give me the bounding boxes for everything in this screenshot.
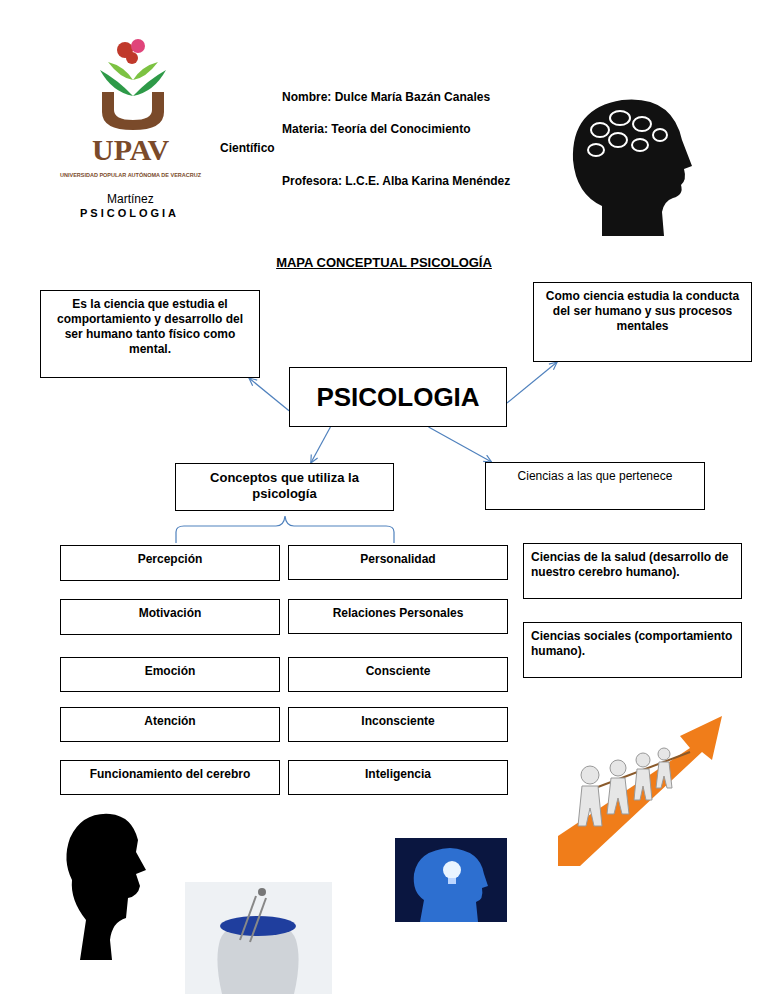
header-label: Martínez xyxy=(107,192,154,206)
concept-box: Emoción xyxy=(60,657,280,692)
definition-box: Como ciencia estudia la conducta del ser… xyxy=(533,282,752,362)
bracket xyxy=(176,516,394,543)
central-concept: PSICOLOGIA xyxy=(289,367,507,427)
node-text: Personalidad xyxy=(296,552,500,567)
header-label: Materia: Teoría del Conocimiento xyxy=(282,122,470,136)
teamwork-arrow xyxy=(558,716,722,866)
concept-box: Funcionamiento del cerebro xyxy=(60,760,280,795)
node-text: Inteligencia xyxy=(296,767,500,782)
definition-box: Es la ciencia que estudia el comportamie… xyxy=(40,290,260,378)
node-text: PSICOLOGIA xyxy=(297,381,499,414)
concept-box: Motivación xyxy=(60,599,280,635)
arrow-connector xyxy=(429,427,492,462)
concept-box: Percepción xyxy=(60,545,280,581)
concept-box: Relaciones Personales xyxy=(288,599,508,634)
node-text: Como ciencia estudia la conducta del ser… xyxy=(541,289,744,334)
diagram-title: MAPA CONCEPTUAL PSICOLOGÍA xyxy=(0,255,768,270)
branch-box: Ciencias a las que pertenece xyxy=(485,462,705,510)
node-text: Funcionamiento del cerebro xyxy=(68,767,272,782)
node-text: Consciente xyxy=(296,664,500,679)
concept-box: Consciente xyxy=(288,657,508,692)
node-text: Percepción xyxy=(68,552,272,567)
arrow-connector xyxy=(507,362,557,403)
header-label: UPAV xyxy=(92,132,169,168)
node-text: Ciencias sociales (comportamiento humano… xyxy=(531,629,734,659)
arrow-connector xyxy=(249,378,289,411)
head-silhouette xyxy=(573,100,692,237)
header-label: Nombre: Dulce María Bazán Canales xyxy=(282,90,490,104)
concept-box: Inconsciente xyxy=(288,707,508,742)
science-box: Ciencias de la salud (desarrollo de nues… xyxy=(523,543,742,599)
science-box: Ciencias sociales (comportamiento humano… xyxy=(523,622,742,678)
node-text: Motivación xyxy=(68,606,272,621)
concept-box: Atención xyxy=(60,707,280,742)
branch-box: Conceptos que utiliza la psicología xyxy=(175,463,394,511)
concept-box: Inteligencia xyxy=(288,760,508,795)
profile-silhouette xyxy=(66,814,146,960)
node-text: Ciencias de la salud (desarrollo de nues… xyxy=(531,550,734,580)
header-label: UNIVERSIDAD POPULAR AUTÓNOMA DE VERACRUZ xyxy=(60,172,201,179)
university-logo xyxy=(100,39,166,130)
header-label: Profesora: L.C.E. Alba Karina Menéndez xyxy=(282,174,510,188)
node-text: Es la ciencia que estudia el comportamie… xyxy=(48,297,252,357)
head-ladder-picture xyxy=(185,882,332,994)
node-text: Relaciones Personales xyxy=(296,606,500,621)
concept-box: Personalidad xyxy=(288,545,508,580)
header-label: PSICOLOGIA xyxy=(80,207,179,220)
node-text: Ciencias a las que pertenece xyxy=(493,469,697,484)
arrow-connector xyxy=(311,427,331,463)
node-text: Emoción xyxy=(68,664,272,679)
node-text: Conceptos que utiliza la psicología xyxy=(183,470,386,503)
node-text: Inconsciente xyxy=(296,714,500,729)
header-label: Científico xyxy=(220,141,275,155)
node-text: Atención xyxy=(68,714,272,729)
lightbulb-head-picture xyxy=(395,838,507,922)
